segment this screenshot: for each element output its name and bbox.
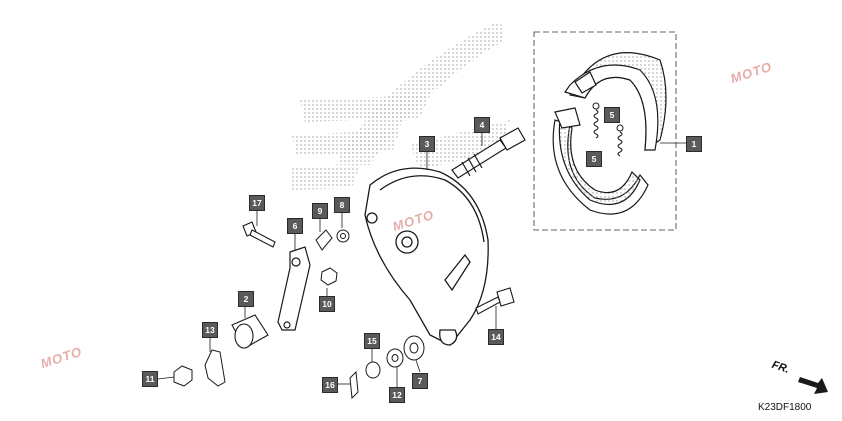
callout-13[interactable]: 13 — [202, 322, 218, 338]
wing-logo-background — [290, 20, 510, 190]
callout-1[interactable]: 1 — [686, 136, 702, 152]
callout-11[interactable]: 11 — [142, 371, 158, 387]
callout-12[interactable]: 12 — [389, 387, 405, 403]
callout-3[interactable]: 3 — [419, 136, 435, 152]
plate-9 — [315, 229, 333, 251]
washer-7 — [403, 335, 425, 361]
callout-9[interactable]: 9 — [312, 203, 328, 219]
leader-lines — [157, 133, 686, 387]
brake-panel — [364, 167, 489, 346]
diagram-code: K23DF1800 — [758, 402, 812, 413]
callout-5-lower[interactable]: 5 — [586, 151, 602, 167]
collar-2 — [231, 314, 269, 349]
callout-2[interactable]: 2 — [238, 291, 254, 307]
callout-7[interactable]: 7 — [412, 373, 428, 389]
callout-16[interactable]: 16 — [322, 377, 338, 393]
nut-10 — [320, 267, 338, 286]
front-arrow-icon — [798, 377, 828, 394]
bolt-17 — [242, 221, 276, 248]
brake-shoe-upper — [564, 52, 667, 152]
brake-shoe-lower — [552, 107, 649, 215]
callout-6[interactable]: 6 — [287, 218, 303, 234]
callout-15[interactable]: 15 — [364, 333, 380, 349]
pin-16 — [349, 370, 359, 400]
callout-5-upper[interactable]: 5 — [604, 107, 620, 123]
callout-4[interactable]: 4 — [474, 117, 490, 133]
washer-8 — [336, 229, 350, 243]
return-springs — [592, 102, 624, 157]
callout-14[interactable]: 14 — [488, 329, 504, 345]
callout-17[interactable]: 17 — [249, 195, 265, 211]
shoe-group-frame — [533, 31, 677, 231]
brake-arm — [277, 246, 311, 331]
nut-15 — [365, 361, 381, 379]
stopper-13 — [204, 349, 226, 387]
callout-10[interactable]: 10 — [319, 296, 335, 312]
nut-11 — [173, 365, 193, 387]
brake-camshaft — [451, 127, 526, 179]
washer-12 — [386, 348, 404, 368]
callout-8[interactable]: 8 — [334, 197, 350, 213]
bolt-14 — [475, 287, 515, 315]
